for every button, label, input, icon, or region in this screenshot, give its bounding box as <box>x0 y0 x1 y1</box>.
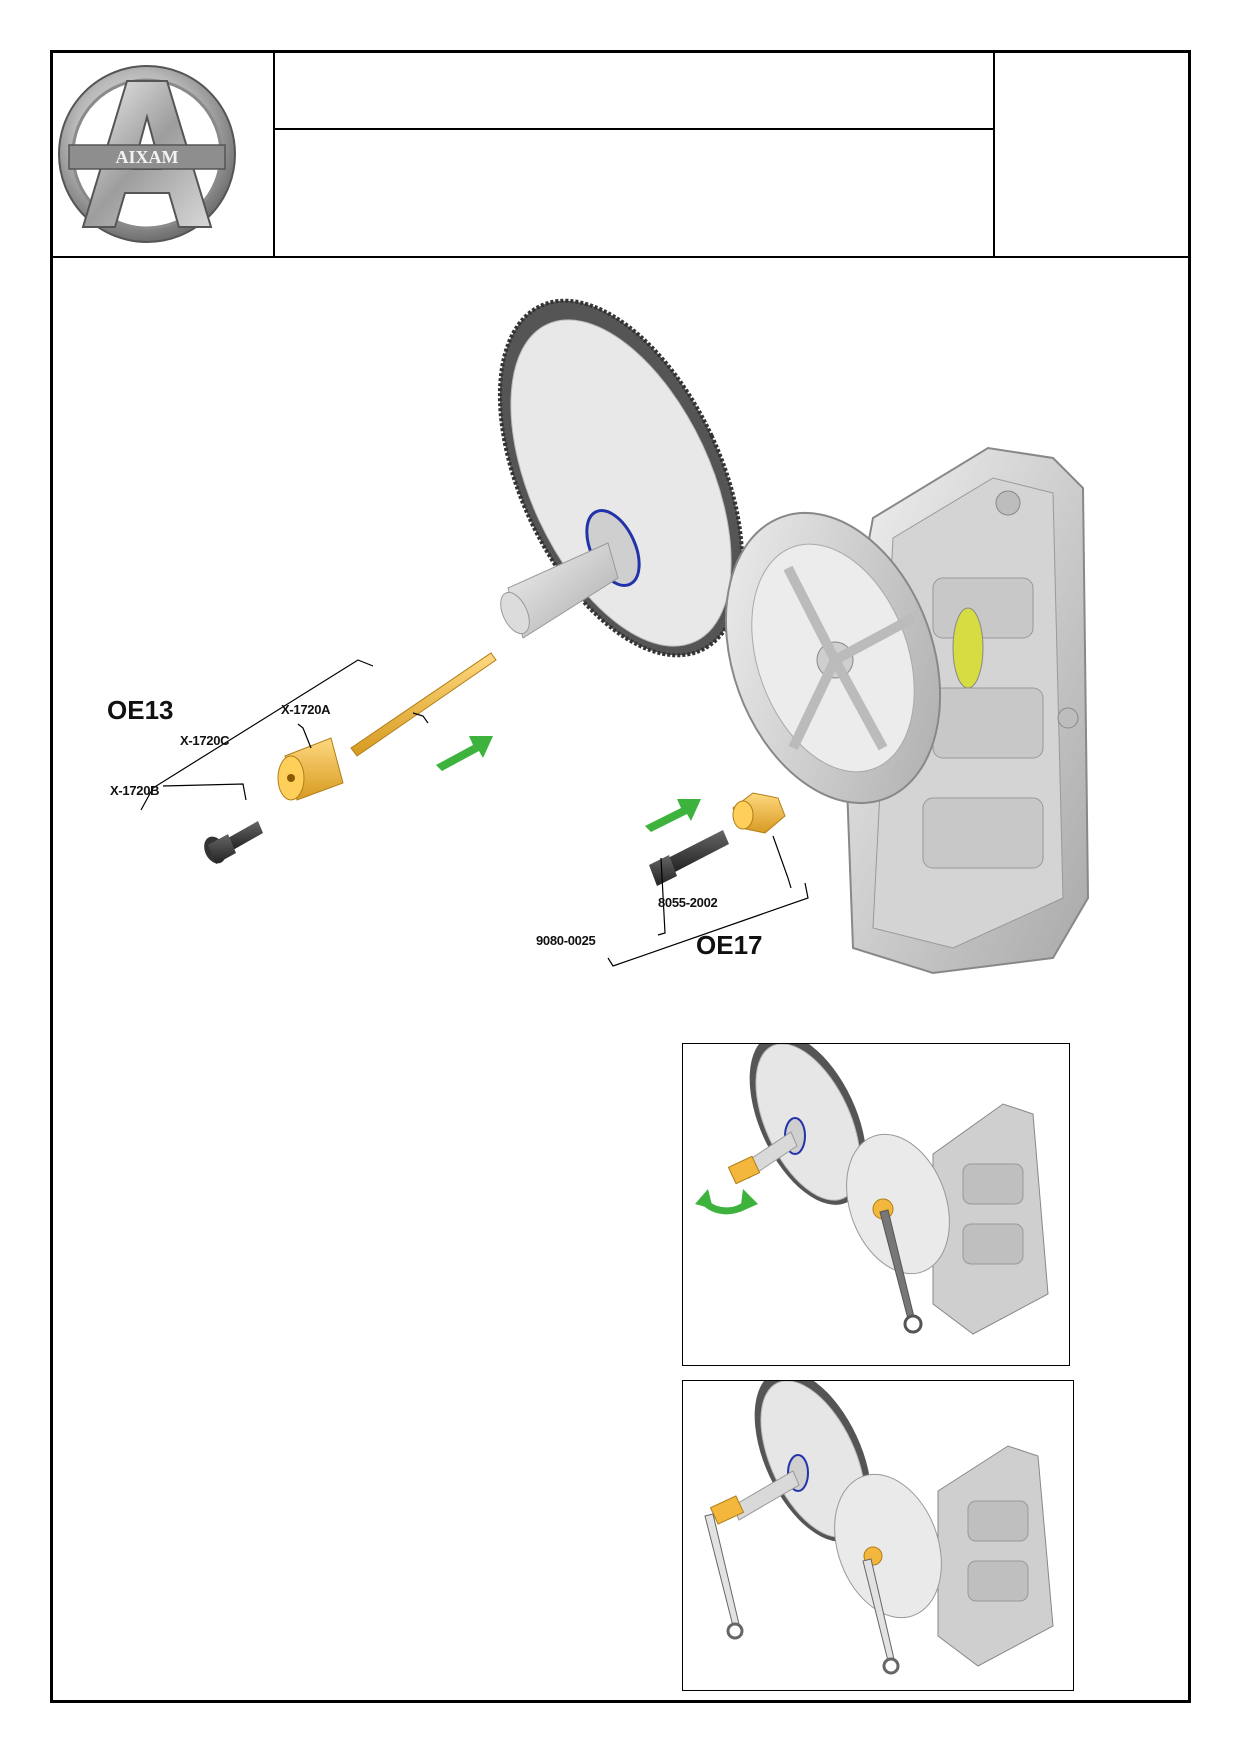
part-label-x1720b: X-1720B <box>110 783 160 798</box>
kit-label-oe13: OE13 <box>107 695 174 725</box>
callout-leaders <box>140 659 809 967</box>
variator-pulley <box>724 511 984 805</box>
reference-cell <box>995 53 1191 256</box>
exploded-view-illustration <box>140 298 1090 975</box>
aixam-logo-icon: AIXAM <box>58 65 236 243</box>
title-row-2 <box>275 130 993 256</box>
part-label-8055-2002: 8055-2002 <box>658 895 718 910</box>
kit-label-oe17: OE17 <box>696 930 763 960</box>
part-label-x1720c: X-1720C <box>180 733 230 748</box>
content-area: OE13 X-1720A X-1720C X-1720B 8055-2002 9… <box>53 258 1188 1703</box>
header-table: AIXAM <box>53 53 1188 258</box>
crank-shaft <box>500 542 619 639</box>
detail-image-loosen-drawing <box>695 1033 1049 1335</box>
nut-8055-2002 <box>732 792 786 834</box>
spanner-icon <box>704 1513 740 1627</box>
insert-arrow-icon <box>436 736 493 771</box>
detail-image-loosen <box>682 1033 1070 1366</box>
part-label-x1720a: X-1720A <box>281 702 331 717</box>
logo-cell: AIXAM <box>53 53 275 256</box>
flywheel <box>497 298 745 658</box>
title-cell <box>275 53 995 256</box>
bolt-9080-0025 <box>649 830 729 886</box>
detail-image-hold <box>682 1370 1074 1691</box>
tool-sleeve-x1720c <box>277 737 344 801</box>
logo-text: AIXAM <box>116 147 179 167</box>
tool-rod-x1720a <box>350 652 497 757</box>
page-frame: AIXAM <box>50 50 1191 1703</box>
bolt-x1720b <box>204 821 263 864</box>
detail-image-hold-drawing <box>704 1370 1054 1675</box>
gearbox-housing <box>841 446 1090 975</box>
insert-arrow-icon-2 <box>645 799 701 832</box>
title-row-1 <box>275 53 993 130</box>
part-label-9080-0025: 9080-0025 <box>536 933 596 948</box>
